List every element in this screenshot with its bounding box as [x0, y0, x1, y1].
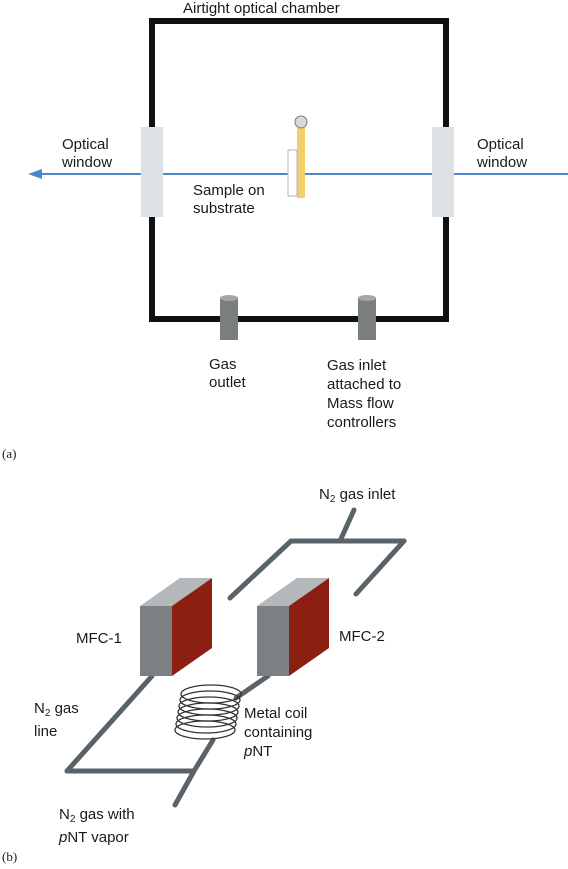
metal-coil-label-line3: pNT	[244, 743, 273, 760]
left-window-label: Optical window	[62, 136, 112, 172]
output-label-line2: pNT vapor	[59, 829, 129, 846]
gas-outlet-label-line2: outlet	[209, 374, 246, 391]
gas-inlet-label-line4: controllers	[327, 414, 397, 431]
mfc-2-box	[257, 578, 329, 676]
gas-piping	[64, 507, 407, 808]
n2-inlet-rest: gas inlet	[335, 486, 396, 503]
gas-inlet-label-line3: Mass flow	[327, 395, 394, 412]
holder-knob	[294, 115, 308, 129]
n2-inlet-n: N	[319, 486, 330, 503]
gas-inlet-label: Gas inlet attached to Mass flow controll…	[327, 356, 401, 432]
metal-coil-label-line1: Metal coil	[244, 705, 308, 722]
panel-a-tag: (a)	[2, 446, 17, 461]
output-label: N2 gas with pNT vapor	[59, 806, 135, 847]
n2-inlet-sub: 2	[329, 494, 336, 505]
gas-inlet-label-line2: attached to	[327, 376, 402, 393]
gas-outlet-label: Gas outlet	[209, 356, 246, 392]
mfc-1-box	[140, 578, 212, 676]
left-window-label-line2: window	[62, 154, 113, 171]
gas-inlet-port	[358, 295, 376, 340]
right-optical-window	[432, 127, 454, 217]
n2-inlet-label: N2 gas inlet	[319, 486, 395, 509]
n2-line-label-line1: N2 gas	[34, 700, 79, 719]
sample-label-line2: substrate	[193, 200, 255, 217]
beam-arrowhead	[28, 169, 42, 179]
gas-outlet-port	[220, 295, 238, 340]
left-optical-window	[141, 127, 163, 217]
metal-coil-label: Metal coil containing pNT	[244, 704, 312, 761]
n2-line-label: N2 gas line	[34, 700, 79, 741]
sample-film	[287, 149, 298, 197]
right-window-label-line1: Optical	[477, 136, 524, 153]
gas-outlet-label-line1: Gas	[209, 356, 237, 373]
mfc-1-label: MFC-1	[76, 630, 122, 647]
output-label-line1: N2 gas with	[59, 806, 135, 825]
chamber-title: Airtight optical chamber	[183, 0, 340, 17]
metal-coil	[174, 684, 242, 740]
gas-inlet-label-line1: Gas inlet	[327, 357, 387, 374]
left-window-label-line1: Optical	[62, 136, 109, 153]
right-window-label: Optical window	[477, 136, 527, 172]
mfc-2-label: MFC-2	[339, 628, 385, 645]
sample-label-line1: Sample on	[193, 182, 265, 199]
panel-b-tag: (b)	[2, 849, 18, 864]
n2-line-label-line2: line	[34, 723, 58, 740]
sample-label: Sample on substrate	[193, 182, 265, 218]
metal-coil-label-line2: containing	[244, 724, 313, 741]
right-window-label-line2: window	[477, 154, 528, 171]
